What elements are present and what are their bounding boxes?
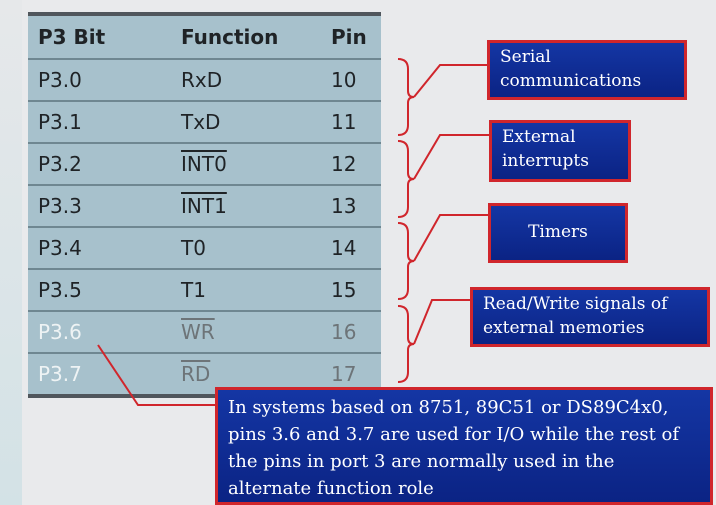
cell-function: T1 [171,269,321,312]
table-row: P3.3 INT1 13 [28,185,381,228]
cell-pin: 15 [321,269,381,312]
cell-pin-text: 14 [331,236,357,260]
cell-pin-text: 16 [331,320,357,344]
cell-bit-text: P3.1 [38,110,82,134]
bracket-readwrite [397,305,415,383]
table-header: P3 Bit Function Pin [28,14,381,60]
cell-function-text: INT1 [181,194,227,218]
cell-pin: 10 [321,59,381,102]
table-row: P3.7 RD 17 [28,353,381,396]
cell-bit: P3.3 [28,185,171,228]
cell-bit: P3.7 [28,353,171,396]
cell-function: RxD [171,59,321,102]
header-pin: Pin [321,14,381,60]
cell-pin: 13 [321,185,381,228]
cell-bit: P3.2 [28,143,171,186]
cell-bit-text: P3.5 [38,278,82,302]
cell-bit-text: P3.4 [38,236,82,260]
cell-pin: 14 [321,227,381,270]
cell-function-text: T0 [181,236,206,260]
table-row: P3.4 T0 14 [28,227,381,270]
cell-function-text: T1 [181,278,206,302]
cell-bit-text: P3.7 [38,362,82,386]
cell-pin: 11 [321,101,381,144]
table-row: P3.0 RxD 10 [28,59,381,102]
cell-function: RD [171,353,321,396]
callout-note: In systems based on 8751, 89C51 or DS89C… [215,387,713,505]
cell-bit-text: P3.6 [38,320,82,344]
header-bit: P3 Bit [28,14,171,60]
cell-pin-text: 17 [331,362,357,386]
cell-function-text: INT0 [181,152,227,176]
bracket-serial [397,58,415,136]
cell-bit-text: P3.3 [38,194,82,218]
cell-function-text: WR [181,320,215,344]
cell-function-text: RD [181,362,211,386]
cell-pin-text: 13 [331,194,357,218]
bracket-interrupts [397,140,415,218]
cell-bit: P3.4 [28,227,171,270]
cell-pin-text: 11 [331,110,357,134]
cell-function: T0 [171,227,321,270]
cell-pin-text: 12 [331,152,357,176]
callout-interrupts: External interrupts [489,120,631,182]
bracket-timers [397,222,415,300]
cell-function: WR [171,311,321,354]
callout-timers: Timers [488,203,628,263]
header-function: Function [171,14,321,60]
cell-bit: P3.1 [28,101,171,144]
cell-pin: 12 [321,143,381,186]
cell-bit-text: P3.2 [38,152,82,176]
cell-function: INT0 [171,143,321,186]
table-row: P3.5 T1 15 [28,269,381,312]
table-row: P3.2 INT0 12 [28,143,381,186]
cell-pin-text: 15 [331,278,357,302]
callout-readwrite: Read/Write signals of external memories [470,287,710,347]
callout-serial: Serial communications [487,40,687,100]
cell-pin-text: 10 [331,68,357,92]
cell-function: TxD [171,101,321,144]
slide-decoration [0,0,22,505]
cell-function-text: RxD [181,68,223,92]
cell-bit: P3.5 [28,269,171,312]
cell-bit-text: P3.0 [38,68,82,92]
cell-function: INT1 [171,185,321,228]
cell-pin: 16 [321,311,381,354]
cell-function-text: TxD [181,110,221,134]
table-row: P3.1 TxD 11 [28,101,381,144]
cell-bit: P3.0 [28,59,171,102]
cell-pin: 17 [321,353,381,396]
